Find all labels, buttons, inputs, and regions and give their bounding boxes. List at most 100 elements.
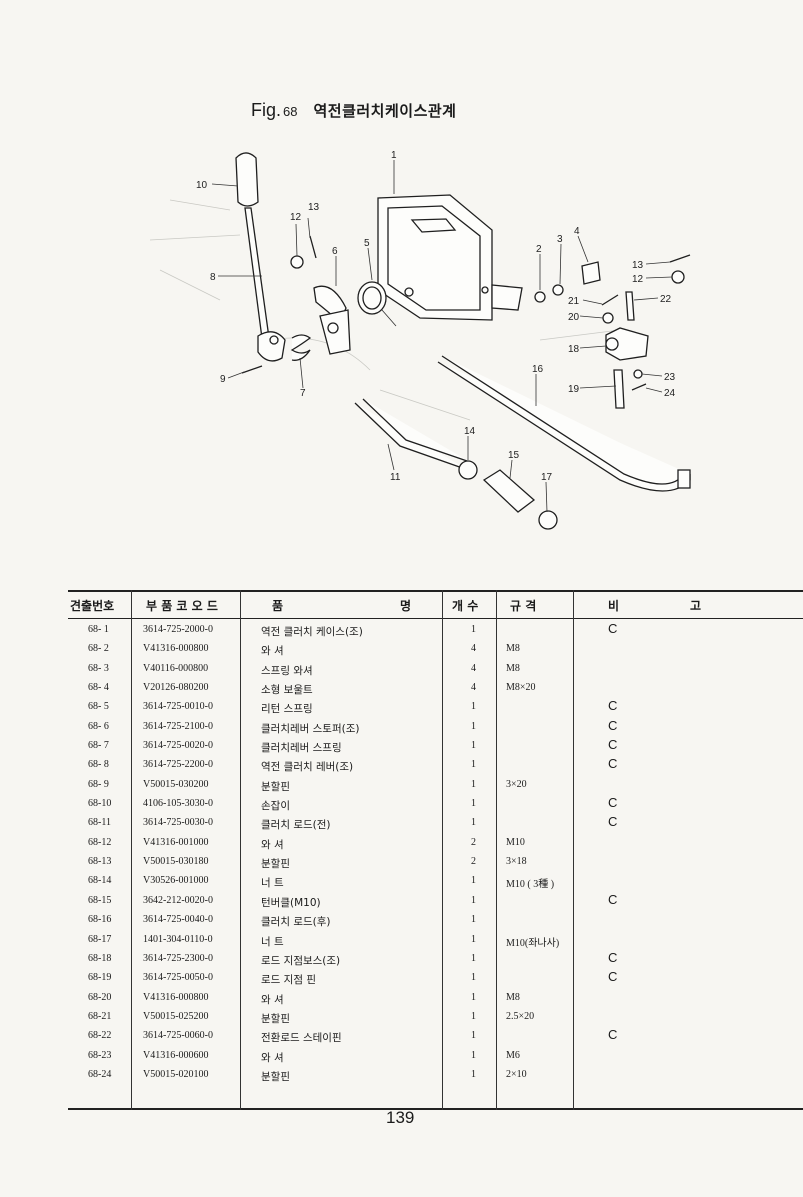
part-5-return-spring [357,281,397,327]
specification: M6 [506,1049,520,1061]
part-code: V20126-080200 [143,682,209,694]
part-3-spring-washer [552,284,564,296]
part-name: 클러치 로드(후) [261,916,331,929]
part-code: 3614-725-0020-0 [143,740,213,752]
part-name: 너 트 [261,935,284,948]
part-name: 소형 보울트 [261,684,313,697]
specification: M8 [506,991,520,1003]
part-24-split-pin [631,383,647,391]
part-name: 분할핀 [261,1070,290,1083]
row-index: 68- 8 [88,759,109,771]
part-code: V41316-001000 [143,836,209,848]
part-name: 손잡이 [261,800,290,813]
quantity: 1 [471,817,476,829]
svg-text:24: 24 [664,388,676,399]
quantity: 1 [471,1030,476,1042]
svg-text:16: 16 [532,364,544,375]
exploded-parts-diagram: 1 2 3 4 5 6 7 8 9 10 11 12 13 14 15 16 1… [150,140,710,560]
quantity: 1 [471,875,476,887]
quantity: 1 [471,1049,476,1061]
header-name-end: 명 [400,599,412,613]
table-top-rule [68,590,803,592]
part-name: 역전 클러치 레버(조) [261,761,354,774]
row-index: 68- 9 [88,778,109,790]
specification: M10 ( 3種 ) [506,879,555,891]
header-name: 품 [272,599,284,613]
table-header-rule [68,618,803,619]
part-name: 와 셔 [261,838,284,851]
part-name: 클러치레버 스토퍼(조) [261,722,360,735]
note-mark: C [608,949,618,965]
part-code: V41316-000800 [143,643,209,655]
note-mark: C [608,621,618,636]
quantity: 1 [471,624,476,635]
part-name: 로드 지점보스(조) [261,954,341,967]
part-12-washer [290,255,304,269]
part-name: 와 셔 [261,993,284,1006]
header-note: 비 [608,599,620,613]
quantity: 1 [471,914,476,926]
row-index: 68-22 [88,1030,112,1042]
part-code: V41316-000800 [143,991,209,1003]
part-6-stopper [313,285,351,355]
header-code: 부 품 코 오 드 [146,599,218,613]
part-name: 클러치레버 스프링 [261,742,342,755]
part-23-washer [633,369,643,379]
part-code: 4106-105-3030-0 [143,798,213,810]
part-name: 전환로드 스테이핀 [261,1032,342,1045]
svg-text:10: 10 [196,180,208,191]
part-name: 스프링 와셔 [261,664,313,677]
part-code: 3614-725-0030-0 [143,817,213,829]
quantity: 1 [471,740,476,752]
svg-text:15: 15 [508,450,520,461]
svg-text:13: 13 [308,202,320,213]
specification: M8 [506,662,520,674]
svg-text:20: 20 [568,312,580,323]
part-name: 분할핀 [261,1012,290,1025]
row-index: 68-13 [88,856,112,868]
quantity: 1 [471,778,476,790]
svg-text:1: 1 [391,150,397,161]
specification: M8 [506,643,520,655]
part-name: 너 트 [261,877,284,890]
row-index: 68-23 [88,1049,112,1061]
part-1-clutch-case [377,194,523,321]
column-divider [573,590,574,1110]
quantity: 1 [471,701,476,713]
note-mark: C [608,737,618,753]
row-index: 68- 3 [88,662,109,674]
svg-text:12: 12 [290,212,302,223]
header-spec: 규 격 [510,599,537,613]
note-mark: C [608,717,618,733]
part-code: 3614-725-0040-0 [143,914,213,926]
row-index: 68-16 [88,914,112,926]
svg-text:22: 22 [660,294,672,305]
part-4-bolt [581,261,601,285]
svg-text:21: 21 [568,296,580,307]
part-name: 와 셔 [261,645,284,658]
row-index: 68-11 [88,817,111,829]
part-19-rod-pin [613,369,625,409]
table-header: 견출번호 부 품 코 오 드 품 명 개 수 규 격 비 고 [68,594,803,616]
part-22-stay-pin [625,291,635,321]
header-qty: 개 수 [452,599,479,613]
svg-text:11: 11 [390,472,401,483]
part-name: 클러치 로드(전) [261,819,331,832]
table-bottom-rule [68,1108,803,1110]
specification: 3×18 [506,856,527,868]
figure-korean-title: 역전클러치케이스관계 [313,102,457,120]
table-row: 68-16 3614-725-0040-0 클러치 로드(후) 1 [68,912,803,931]
